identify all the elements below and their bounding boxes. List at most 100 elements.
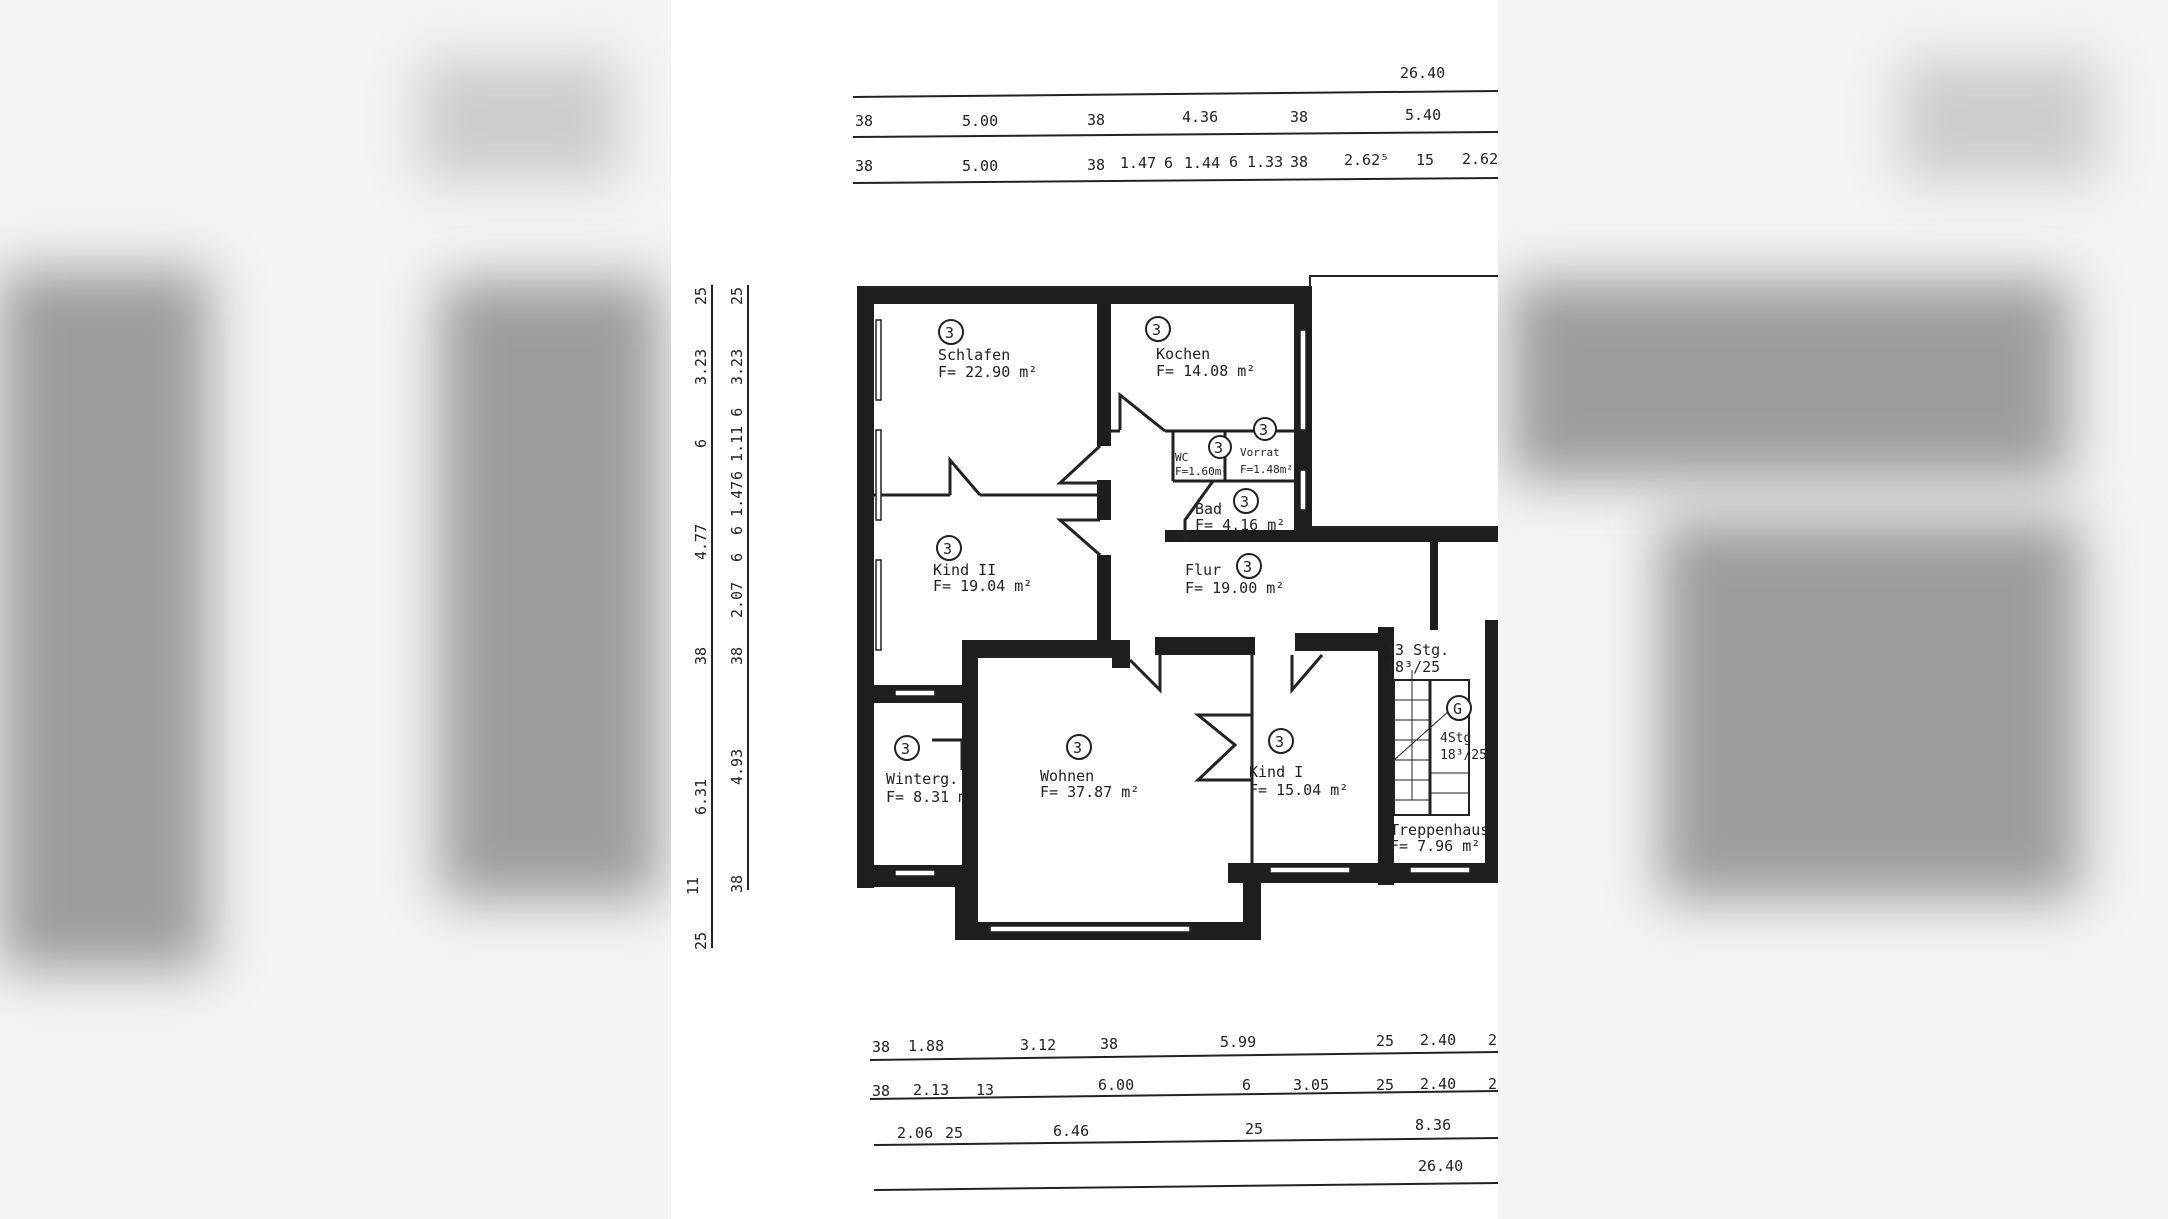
dim-label: 2.13 bbox=[913, 1081, 949, 1099]
dim-label: 3.05 bbox=[1293, 1076, 1329, 1094]
room-area: F= 15.04 m² bbox=[1249, 781, 1348, 799]
room-marker: 3 bbox=[1073, 739, 1082, 757]
stair-ratio: 18³/25 bbox=[1386, 658, 1440, 676]
dim-label: 6 1.47 bbox=[728, 481, 746, 535]
blurred-background bbox=[420, 60, 620, 180]
dim-label: 3.23 bbox=[728, 349, 746, 385]
room-area: F= 4.16 m² bbox=[1195, 516, 1285, 534]
dim-label: 25 bbox=[692, 932, 710, 950]
dim-label: 8.36 bbox=[1415, 1116, 1451, 1134]
room-flur: 3 Flur F= 19.00 m² bbox=[1185, 553, 1284, 597]
room-name: WC bbox=[1175, 451, 1188, 464]
room-kochen: 3 Kochen F= 14.08 m² bbox=[1145, 316, 1255, 380]
dim-label: 5.40 bbox=[1405, 106, 1441, 124]
blurred-background bbox=[1510, 280, 2070, 480]
stair-ratio: 18³/25 bbox=[1440, 748, 1487, 763]
dim-label: 2.62⁵ bbox=[1344, 151, 1389, 169]
dim-label: 4.77 bbox=[692, 524, 710, 560]
dim-label: 5.00 bbox=[962, 157, 998, 175]
dim-label: 25 bbox=[945, 1124, 963, 1142]
dim-label: 6.00 bbox=[1098, 1076, 1134, 1094]
room-name: Kind II bbox=[933, 561, 996, 579]
dim-label: 6.31 bbox=[692, 779, 710, 815]
dim-label: 2.40 bbox=[1420, 1075, 1456, 1093]
dim-label: 38 bbox=[1290, 153, 1308, 171]
room-wintergarten: 3 Winterg. F= 8.31 m² bbox=[886, 735, 976, 806]
dim-label: 1.47 bbox=[1120, 154, 1156, 172]
dim-label: 2.40 bbox=[1420, 1031, 1456, 1049]
dim-label: 25 bbox=[1245, 1120, 1263, 1138]
room-marker: 3 bbox=[1214, 439, 1223, 457]
dim-label: 38 bbox=[1290, 108, 1308, 126]
room-kind-2: 3 Kind II F= 19.04 m² bbox=[933, 535, 1032, 595]
dim-label: 25 bbox=[692, 287, 710, 305]
dim-label: 38 bbox=[872, 1038, 890, 1056]
room-marker: 3 bbox=[1243, 558, 1252, 576]
room-marker: 3 bbox=[943, 540, 952, 558]
room-name: Flur bbox=[1185, 561, 1221, 579]
room-schlafen: 3 Schlafen F= 22.90 m² bbox=[938, 319, 1037, 381]
dim-label: 2 bbox=[1488, 1075, 1497, 1093]
room-marker: 3 bbox=[1240, 493, 1249, 511]
dim-label: 26.40 bbox=[1418, 1157, 1463, 1175]
room-name: Vorrat bbox=[1240, 446, 1280, 459]
dim-label: 4.93 bbox=[728, 749, 746, 785]
dim-label: 2.62 bbox=[1462, 150, 1498, 168]
dim-label: 2 bbox=[1488, 1031, 1497, 1049]
dim-label: 11 bbox=[684, 877, 702, 895]
room-area: F=1.48m² bbox=[1240, 463, 1293, 476]
dim-label: 25 bbox=[728, 287, 746, 305]
dim-label: 3.12 bbox=[1020, 1036, 1056, 1054]
blurred-background bbox=[440, 280, 660, 900]
bottom-dimension-lines: 38 1.88 3.12 38 5.99 25 2.40 2 38 2.13 1… bbox=[869, 1031, 1498, 1191]
room-area: F= 19.04 m² bbox=[933, 577, 1032, 595]
dim-label: 6.46 bbox=[1053, 1122, 1089, 1140]
dim-label: 6 bbox=[728, 553, 746, 562]
left-dimension-lines: 25 3.23 6 4.77 38 6.31 11 25 25 3.23 6 1… bbox=[684, 285, 749, 950]
dim-label: 6 1.11 6 bbox=[728, 408, 746, 480]
top-dimension-lines: 26.40 38 5.00 38 4.36 38 5.40 38 5.00 38… bbox=[852, 64, 1498, 184]
room-marker: 3 bbox=[1275, 733, 1284, 751]
dim-label: 2.07 bbox=[728, 582, 746, 618]
dim-label: 38 bbox=[728, 875, 746, 893]
dim-label: 1.33 bbox=[1247, 153, 1283, 171]
room-name: Treppenhaus bbox=[1390, 821, 1489, 839]
room-bad: 3 Bad F= 4.16 m² bbox=[1195, 488, 1285, 534]
room-treppenhaus: G Treppenhaus F= 7.96 m² 13 Stg. 18³/25 … bbox=[1386, 641, 1489, 855]
room-name: Kind I bbox=[1249, 763, 1303, 781]
stair-count: 4Stg bbox=[1440, 731, 1471, 746]
dim-label: 6 bbox=[692, 439, 710, 448]
dim-label: 2.06 bbox=[897, 1124, 933, 1142]
dim-label: 1.44 bbox=[1184, 154, 1220, 172]
blurred-background bbox=[1900, 60, 2100, 180]
room-area: F= 22.90 m² bbox=[938, 363, 1037, 381]
dim-label: 38 bbox=[1087, 156, 1105, 174]
room-name: Kochen bbox=[1156, 345, 1210, 363]
room-name: Schlafen bbox=[938, 346, 1010, 364]
dim-label: 38 bbox=[1087, 111, 1105, 129]
dim-label: 25 bbox=[1376, 1076, 1394, 1094]
dim-label: 38 bbox=[855, 112, 873, 130]
dim-label: 38 bbox=[692, 647, 710, 665]
room-marker: 3 bbox=[945, 324, 954, 342]
room-area: F= 37.87 m² bbox=[1040, 783, 1139, 801]
dim-label: 5.00 bbox=[962, 112, 998, 130]
dim-label: 38 bbox=[1100, 1035, 1118, 1053]
dim-label: 3.23 bbox=[692, 349, 710, 385]
dim-label: 38 bbox=[728, 647, 746, 665]
dim-label: 1.88 bbox=[908, 1037, 944, 1055]
room-name: Bad bbox=[1195, 500, 1222, 518]
room-area: F= 8.31 m² bbox=[886, 788, 976, 806]
room-vorrat: 3 Vorrat F=1.48m² bbox=[1240, 417, 1293, 476]
dim-label: 15 bbox=[1416, 151, 1434, 169]
room-area: F= 19.00 m² bbox=[1185, 579, 1284, 597]
room-wc: 3 WC F=1.60m² bbox=[1175, 435, 1232, 478]
staircase bbox=[1393, 670, 1470, 816]
room-name: Wohnen bbox=[1040, 767, 1094, 785]
room-area: F= 7.96 m² bbox=[1390, 837, 1480, 855]
room-marker: G bbox=[1453, 700, 1462, 718]
walls bbox=[857, 275, 1498, 940]
room-name: Winterg. bbox=[886, 770, 958, 788]
